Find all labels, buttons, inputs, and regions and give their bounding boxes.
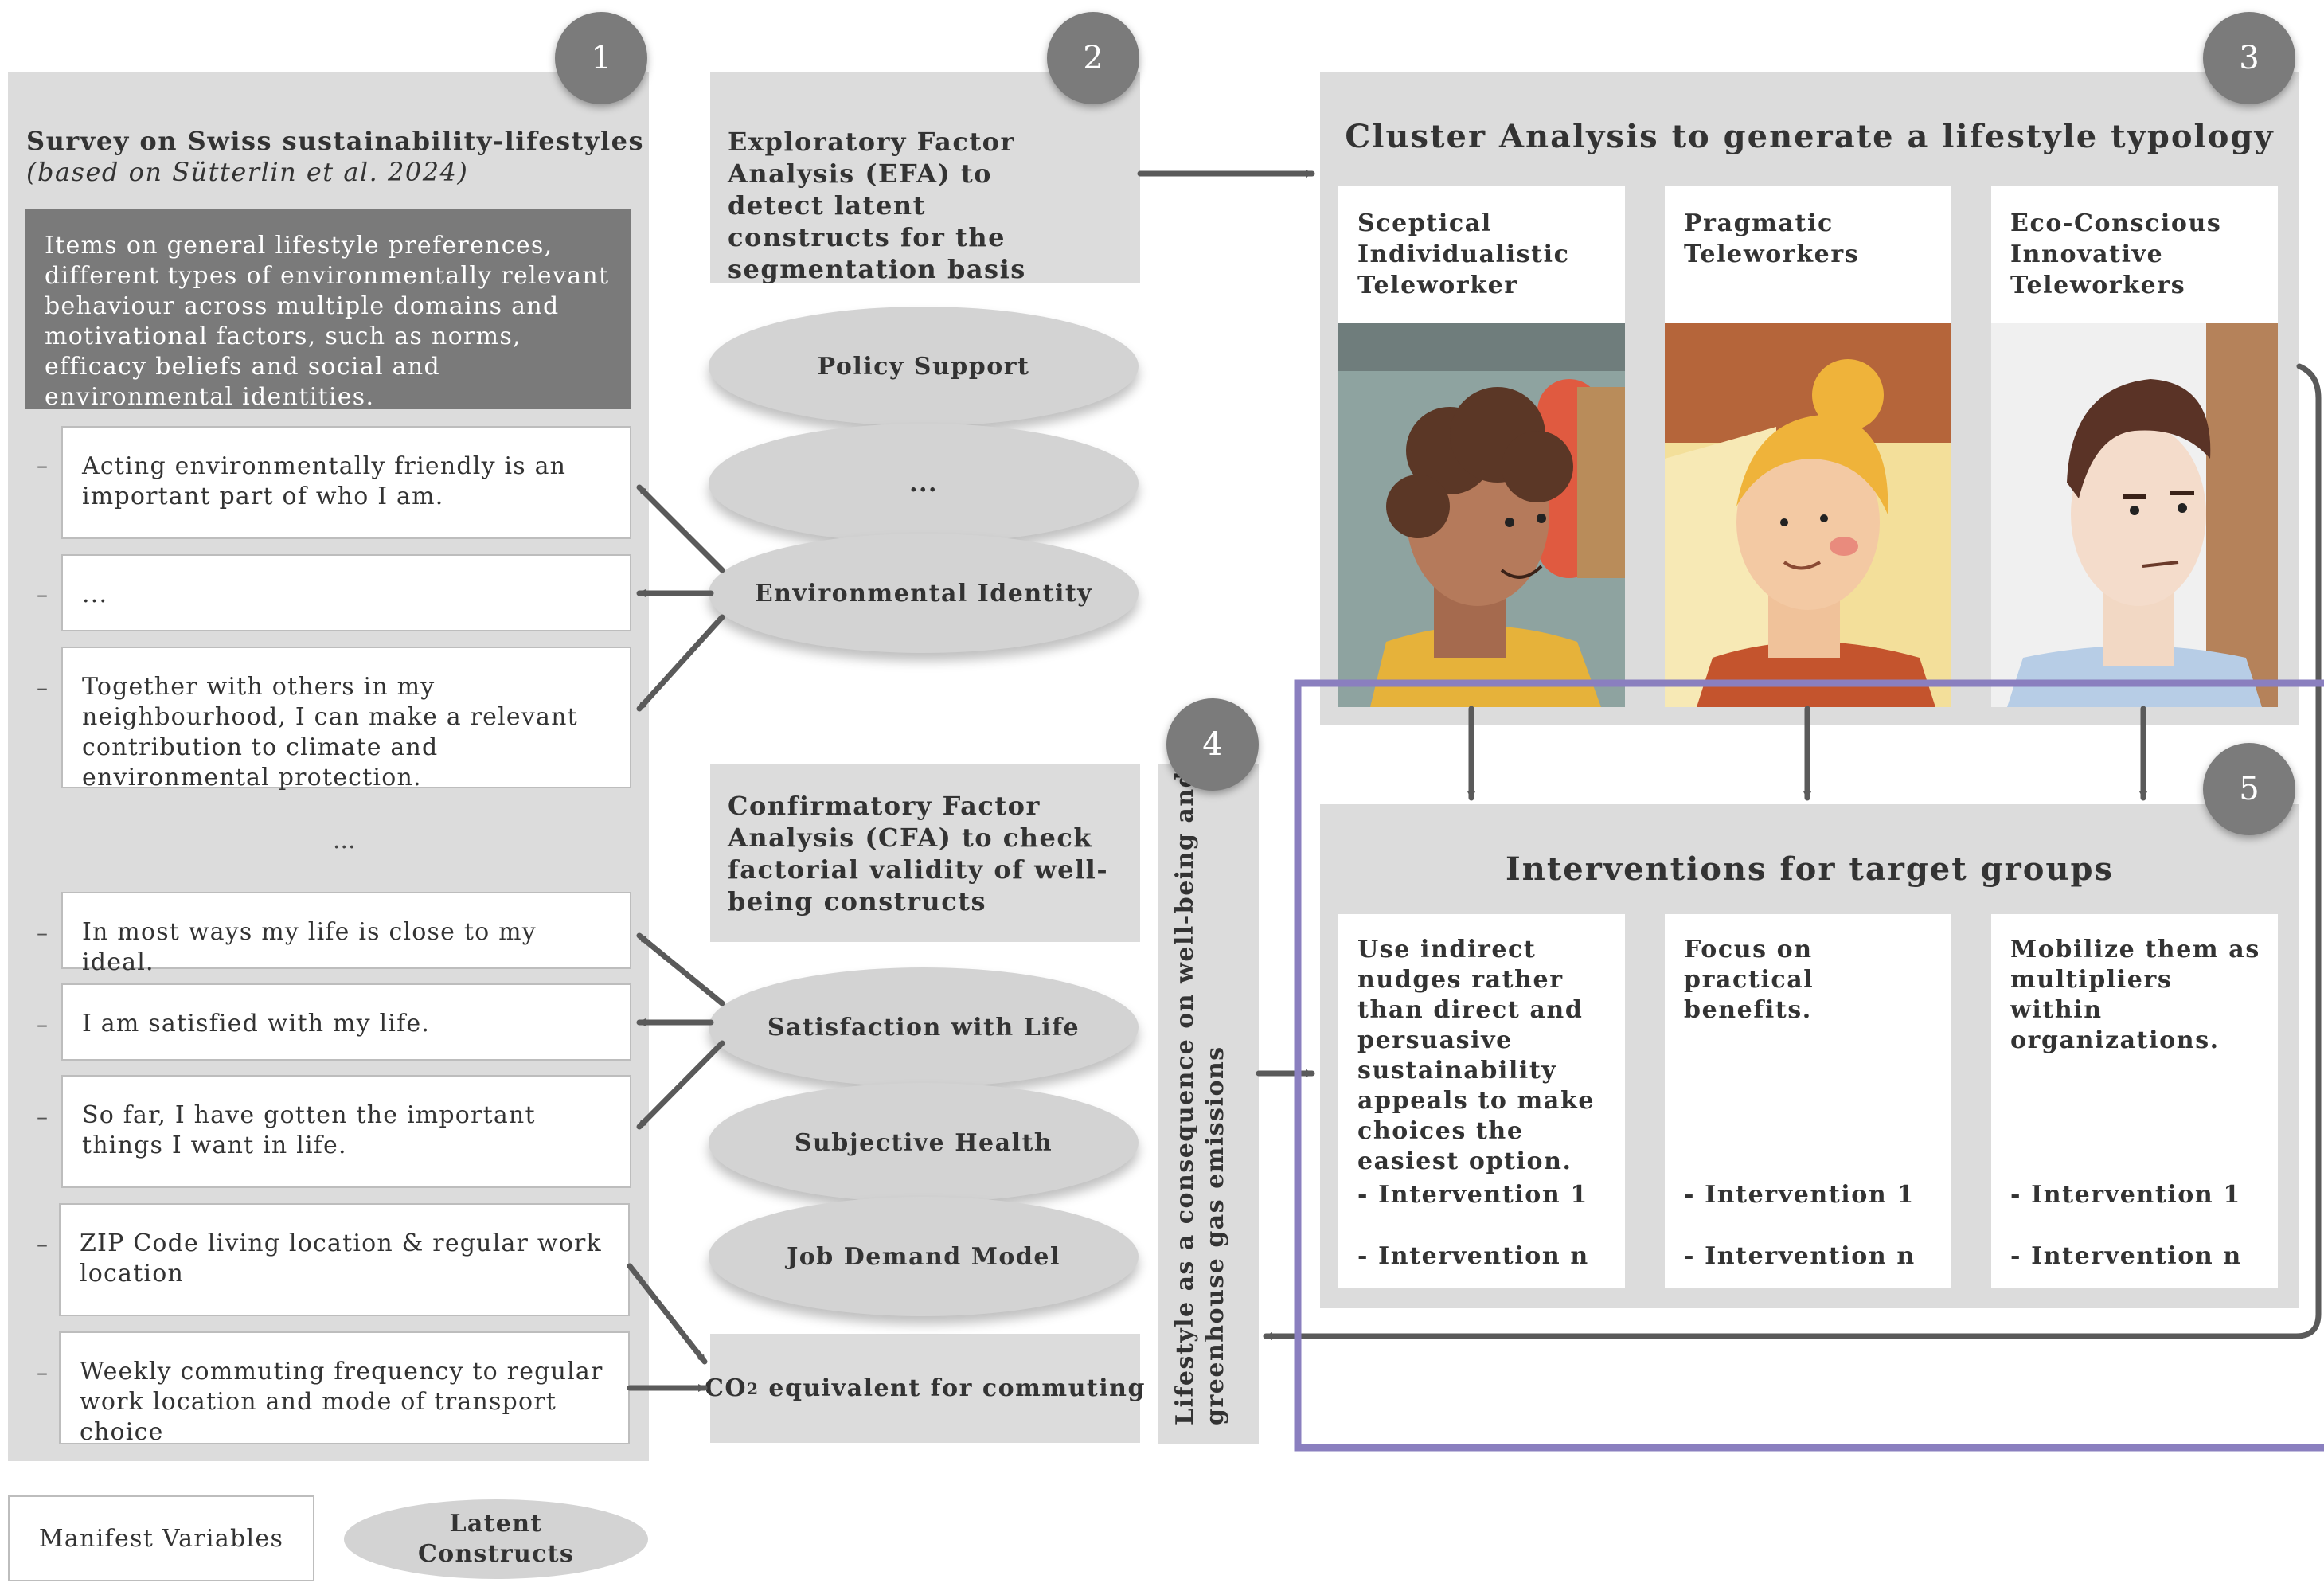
intervention-3-text: Mobilize them as multipliers within orga… xyxy=(2010,936,2260,1054)
type-name-sceptical: Sceptical Individualistic Teleworker xyxy=(1357,209,1570,299)
type-name-pragmatic: Pragmatic Teleworkers xyxy=(1684,209,1860,268)
survey-description: Items on general lifestyle preferences, … xyxy=(25,209,631,411)
item-dash-6: – xyxy=(37,1104,48,1130)
manifest-item-3-text: Together with others in my neighbourhood… xyxy=(82,673,578,792)
construct-environmental-identity: Environmental Identity xyxy=(709,534,1139,653)
construct-subjective-health: Subjective Health xyxy=(709,1083,1139,1202)
portrait-pragmatic-image xyxy=(1665,323,1951,707)
item-dash-7: – xyxy=(37,1231,48,1257)
intervention-2-text: Focus on practical benefits. xyxy=(1684,936,1814,1024)
construct-ellipsis: ... xyxy=(709,424,1139,543)
cluster-title: Cluster Analysis to generate a lifestyle… xyxy=(1345,118,2275,155)
consequence-text: Lifestyle as a consequence on well-being… xyxy=(1170,769,1231,1425)
manifest-item-8-text: Weekly commuting frequency to regular wo… xyxy=(80,1358,603,1446)
survey-description-text: Items on general lifestyle preferences, … xyxy=(45,232,610,411)
manifest-item-2: ... xyxy=(61,554,631,631)
legend-latent-constructs: Latent Constructs xyxy=(344,1499,648,1579)
type-card-pragmatic: Pragmatic Teleworkers xyxy=(1665,186,1951,707)
manifest-item-7-text: ZIP Code living location & regular work … xyxy=(80,1229,602,1288)
step-badge-5: 5 xyxy=(2203,743,2295,835)
middle-ellipsis: ... xyxy=(333,827,356,854)
cfa-title: Confirmatory Factor Analysis (CFA) to ch… xyxy=(728,791,1109,917)
intervention-card-3: Mobilize them as multipliers within orga… xyxy=(1991,914,2278,1288)
cfa-panel xyxy=(710,764,1140,942)
manifest-item-1-text: Acting environmentally friendly is an im… xyxy=(82,452,567,510)
item-dash-5: – xyxy=(37,1011,48,1038)
legend-latent-label: Latent Constructs xyxy=(417,1510,575,1568)
co2-prefix: CO xyxy=(705,1374,748,1402)
manifest-item-4-text: In most ways my life is close to my idea… xyxy=(82,918,537,976)
manifest-item-5-text: I am satisfied with my life. xyxy=(82,1010,431,1038)
manifest-item-1: Acting environmentally friendly is an im… xyxy=(61,426,631,539)
manifest-item-2-text: ... xyxy=(82,580,108,608)
efa-title: Exploratory Factor Analysis (EFA) to det… xyxy=(728,127,1026,284)
item-dash-4: – xyxy=(37,920,48,946)
construct-satisfaction-with-life: Satisfaction with Life xyxy=(709,967,1139,1087)
legend-manifest-label: Manifest Variables xyxy=(38,1524,284,1553)
manifest-item-6-text: So far, I have gotten the important thin… xyxy=(82,1101,536,1159)
manifest-item-5: I am satisfied with my life. xyxy=(61,983,631,1061)
step-badge-2: 2 xyxy=(1047,12,1139,104)
portrait-sceptical-image xyxy=(1338,323,1625,707)
intervention-2-item-1: - Intervention 1 xyxy=(1684,1181,1915,1209)
survey-subtitle: (based on Sütterlin et al. 2024) xyxy=(26,157,469,187)
intervention-card-2: Focus on practical benefits. - Intervent… xyxy=(1665,914,1951,1288)
consequence-line-1: Lifestyle as a consequence on well-being… xyxy=(1171,769,1199,1425)
intervention-3-item-n: - Intervention n xyxy=(2010,1242,2242,1270)
co2-subscript: 2 xyxy=(747,1378,760,1398)
intervention-card-1: Use indirect nudges rather than direct a… xyxy=(1338,914,1625,1288)
manifest-item-8: Weekly commuting frequency to regular wo… xyxy=(59,1331,630,1446)
type-name-eco-conscious: Eco-Conscious Innovative Teleworkers xyxy=(2010,209,2222,299)
efa-panel xyxy=(710,72,1140,283)
item-dash-2: – xyxy=(37,581,48,608)
step-badge-1: 1 xyxy=(555,12,647,104)
consequence-line-2: greenhouse gas emissions xyxy=(1201,1046,1229,1425)
intervention-1-item-1: - Intervention 1 xyxy=(1357,1181,1588,1209)
consequence-panel xyxy=(1158,764,1259,1444)
construct-job-demand-model: Job Demand Model xyxy=(709,1197,1139,1316)
portrait-eco-conscious-image xyxy=(1991,323,2278,707)
item-dash-8: – xyxy=(37,1359,48,1386)
manifest-item-6: So far, I have gotten the important thin… xyxy=(61,1075,631,1188)
manifest-item-7: ZIP Code living location & regular work … xyxy=(59,1203,630,1316)
type-card-sceptical: Sceptical Individualistic Teleworker xyxy=(1338,186,1625,707)
co2-suffix: equivalent for commuting xyxy=(759,1374,1146,1402)
step-badge-3: 3 xyxy=(2203,12,2295,104)
intervention-3-item-1: - Intervention 1 xyxy=(2010,1181,2241,1209)
type-card-eco-conscious: Eco-Conscious Innovative Teleworkers xyxy=(1991,186,2278,707)
item-dash-3: – xyxy=(37,674,48,701)
step-badge-4: 4 xyxy=(1166,698,1259,791)
survey-title: Survey on Swiss sustainability-lifestyle… xyxy=(26,126,644,156)
intervention-1-text: Use indirect nudges rather than direct a… xyxy=(1357,936,1596,1175)
manifest-item-3: Together with others in my neighbourhood… xyxy=(61,647,631,792)
item-dash-1: – xyxy=(37,452,48,479)
construct-policy-support: Policy Support xyxy=(709,307,1139,426)
manifest-item-4: In most ways my life is close to my idea… xyxy=(61,892,631,976)
intervention-1-item-n: - Intervention n xyxy=(1357,1242,1589,1270)
interventions-title: Interventions for target groups xyxy=(1506,850,2114,888)
intervention-2-item-n: - Intervention n xyxy=(1684,1242,1916,1270)
legend-manifest-variables: Manifest Variables xyxy=(8,1495,314,1581)
